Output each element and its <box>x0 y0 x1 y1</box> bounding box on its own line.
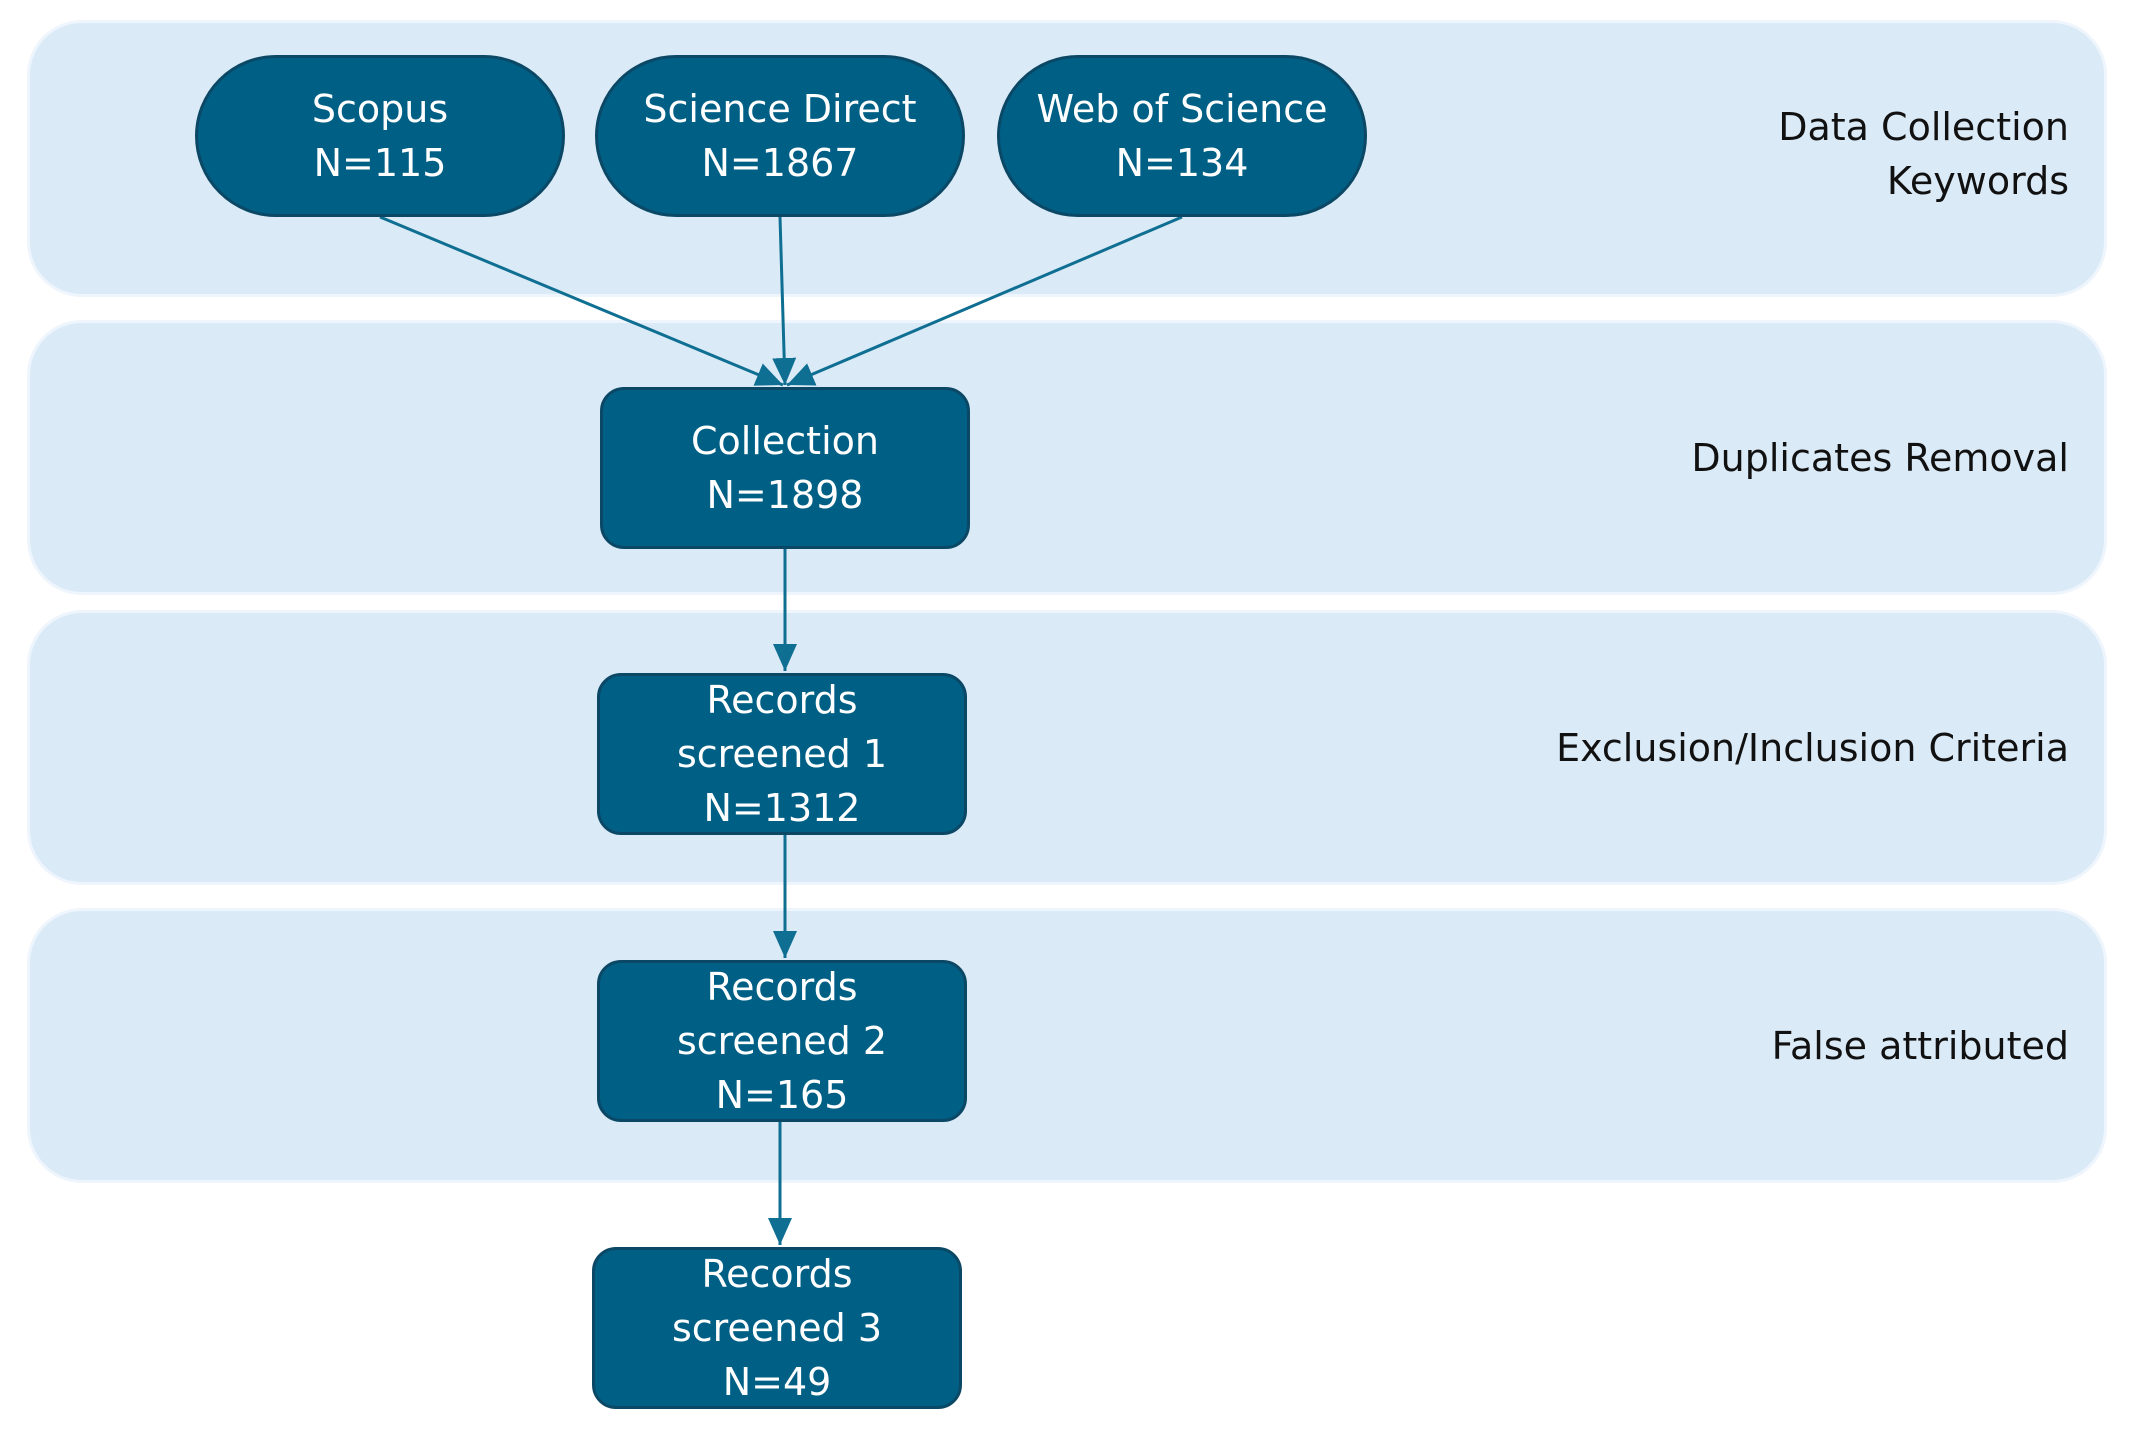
node-web-of-science-count: N=134 <box>1115 141 1249 185</box>
stage-label-data-collection-line-1: Data Collection <box>1778 105 2069 149</box>
node-records-screened-1-count: N=1312 <box>703 786 861 830</box>
stage-label-data-collection: Data Collection Keywords <box>1778 100 2069 208</box>
node-collection-count: N=1898 <box>706 473 864 517</box>
stage-label-false-attributed-line-1: False attributed <box>1771 1024 2069 1068</box>
stage-band-duplicates-removal <box>27 320 2107 595</box>
stage-band-false-attributed <box>27 908 2107 1183</box>
node-web-of-science: Web of Science N=134 <box>997 55 1367 217</box>
stage-label-exclusion-inclusion-line-1: Exclusion/Inclusion Criteria <box>1556 726 2069 770</box>
node-records-screened-3: Records screened 3 N=49 <box>592 1247 962 1409</box>
node-records-screened-2-count: N=165 <box>715 1073 849 1117</box>
node-records-screened-2-line-1: Records <box>706 965 858 1009</box>
node-scopus-count: N=115 <box>313 141 447 185</box>
node-records-screened-3-count: N=49 <box>722 1360 832 1404</box>
node-web-of-science-name: Web of Science <box>1036 87 1328 131</box>
node-records-screened-3-line-1: Records <box>701 1252 853 1296</box>
node-records-screened-1-line-1: Records <box>706 678 858 722</box>
node-records-screened-2: Records screened 2 N=165 <box>597 960 967 1122</box>
stage-label-duplicates-removal-line-1: Duplicates Removal <box>1691 436 2069 480</box>
node-records-screened-1: Records screened 1 N=1312 <box>597 673 967 835</box>
node-science-direct: Science Direct N=1867 <box>595 55 965 217</box>
connector-web-of-science-to-collection <box>786 215 1183 387</box>
node-scopus: Scopus N=115 <box>195 55 565 217</box>
stage-label-duplicates-removal: Duplicates Removal <box>1691 431 2069 485</box>
node-collection-name: Collection <box>691 419 879 463</box>
connector-science-direct-to-collection <box>772 216 797 386</box>
connector-scopus-to-collection <box>379 215 784 387</box>
node-records-screened-2-line-2: screened 2 <box>676 1019 888 1063</box>
node-science-direct-name: Science Direct <box>643 87 917 131</box>
stage-label-false-attributed: False attributed <box>1772 1019 2069 1073</box>
node-collection: Collection N=1898 <box>600 387 970 549</box>
stage-label-exclusion-inclusion: Exclusion/Inclusion Criteria <box>1556 721 2069 775</box>
stage-band-exclusion-inclusion <box>27 610 2107 885</box>
node-records-screened-3-line-2: screened 3 <box>671 1306 883 1350</box>
node-science-direct-count: N=1867 <box>701 141 859 185</box>
node-records-screened-1-line-2: screened 1 <box>676 732 888 776</box>
stage-label-data-collection-line-2: Keywords <box>1886 159 2069 203</box>
node-scopus-name: Scopus <box>311 87 449 131</box>
